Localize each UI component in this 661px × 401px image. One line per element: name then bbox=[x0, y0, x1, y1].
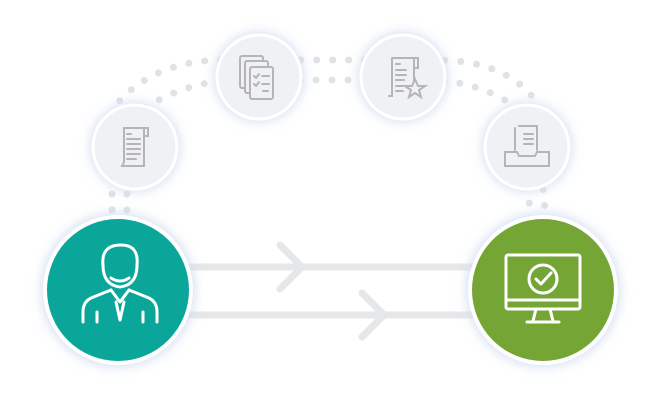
businessman-icon bbox=[81, 243, 159, 324]
node-user bbox=[42, 214, 194, 366]
scroll-document-icon bbox=[120, 127, 149, 167]
node-checklist-documents bbox=[215, 33, 303, 121]
node-scroll-document bbox=[91, 103, 179, 191]
monitor-check-icon bbox=[504, 253, 582, 324]
arrows bbox=[181, 241, 484, 341]
document-tray-icon bbox=[504, 125, 550, 167]
node-certificate-star bbox=[359, 33, 447, 121]
node-document-tray bbox=[483, 103, 571, 191]
chevron-right-icon bbox=[276, 241, 306, 293]
node-result bbox=[467, 214, 619, 366]
checklist-documents-icon bbox=[239, 55, 274, 100]
dotted-path bbox=[108, 56, 549, 214]
chevron-right-icon bbox=[358, 289, 388, 341]
certificate-star-icon bbox=[388, 57, 429, 100]
